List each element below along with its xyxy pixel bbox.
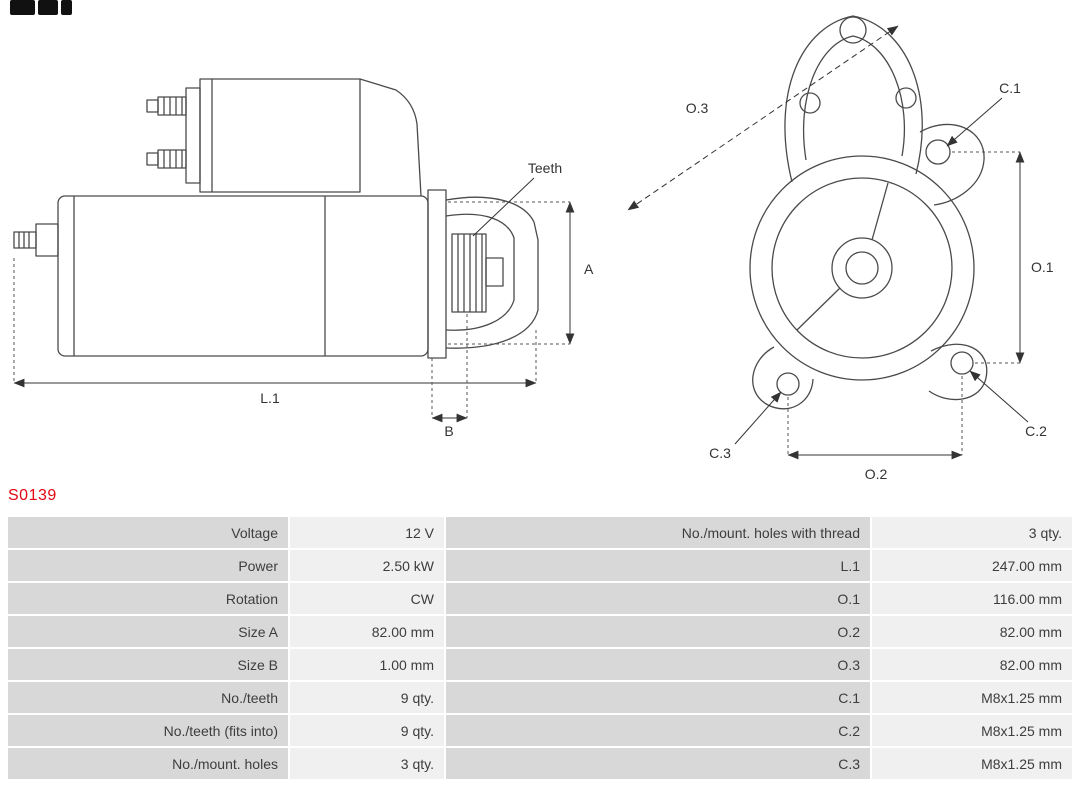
- side-view-dimensions: [13, 177, 575, 423]
- teeth-label: Teeth: [528, 160, 562, 176]
- spec-label: Size B: [8, 649, 288, 680]
- spec-label: O.3: [446, 649, 870, 680]
- spec-label: C.3: [446, 748, 870, 779]
- dim-c3-label: C.3: [709, 445, 731, 461]
- spec-label: No./mount. holes with thread: [446, 517, 870, 548]
- spec-label: C.2: [446, 715, 870, 746]
- spec-value: 247.00 mm: [872, 550, 1072, 581]
- dim-o1-label: O.1: [1031, 259, 1054, 275]
- dim-l1-label: L.1: [260, 390, 280, 406]
- spec-label: C.1: [446, 682, 870, 713]
- spec-value: 3 qty.: [872, 517, 1072, 548]
- spec-value: CW: [290, 583, 444, 614]
- dim-c1-label: C.1: [999, 80, 1021, 96]
- spec-value: 1.00 mm: [290, 649, 444, 680]
- spec-value: 82.00 mm: [872, 649, 1072, 680]
- dim-a-label: A: [584, 261, 594, 277]
- part-number: S0139: [8, 487, 57, 504]
- dim-o3-label: O.3: [686, 100, 709, 116]
- spec-value: 116.00 mm: [872, 583, 1072, 614]
- spec-value: 3 qty.: [290, 748, 444, 779]
- spec-label: Voltage: [8, 517, 288, 548]
- spec-table: Voltage 12 V No./mount. holes with threa…: [8, 517, 1072, 779]
- front-view-dimensions: [627, 25, 1029, 460]
- spec-label: No./mount. holes: [8, 748, 288, 779]
- spec-label: L.1: [446, 550, 870, 581]
- spec-label: Rotation: [8, 583, 288, 614]
- spec-label: O.2: [446, 616, 870, 647]
- spec-label: O.1: [446, 583, 870, 614]
- spec-value: 2.50 kW: [290, 550, 444, 581]
- spec-value: 82.00 mm: [872, 616, 1072, 647]
- spec-value: 9 qty.: [290, 682, 444, 713]
- spec-value: M8x1.25 mm: [872, 748, 1072, 779]
- spec-label: No./teeth: [8, 682, 288, 713]
- product-diagram: Teeth A L.1 B O.3: [10, 0, 1054, 482]
- spec-value: M8x1.25 mm: [872, 682, 1072, 713]
- dim-b-label: B: [444, 423, 453, 439]
- spec-value: M8x1.25 mm: [872, 715, 1072, 746]
- side-view-drawing: [13, 78, 539, 359]
- spec-label: Power: [8, 550, 288, 581]
- dim-c2-label: C.2: [1025, 423, 1047, 439]
- spec-value: 12 V: [290, 517, 444, 548]
- brand-logo-icon: [10, 0, 72, 15]
- front-view-drawing: [749, 15, 988, 410]
- dim-o2-label: O.2: [865, 466, 888, 482]
- spec-label: No./teeth (fits into): [8, 715, 288, 746]
- spec-label: Size A: [8, 616, 288, 647]
- spec-value: 9 qty.: [290, 715, 444, 746]
- spec-value: 82.00 mm: [290, 616, 444, 647]
